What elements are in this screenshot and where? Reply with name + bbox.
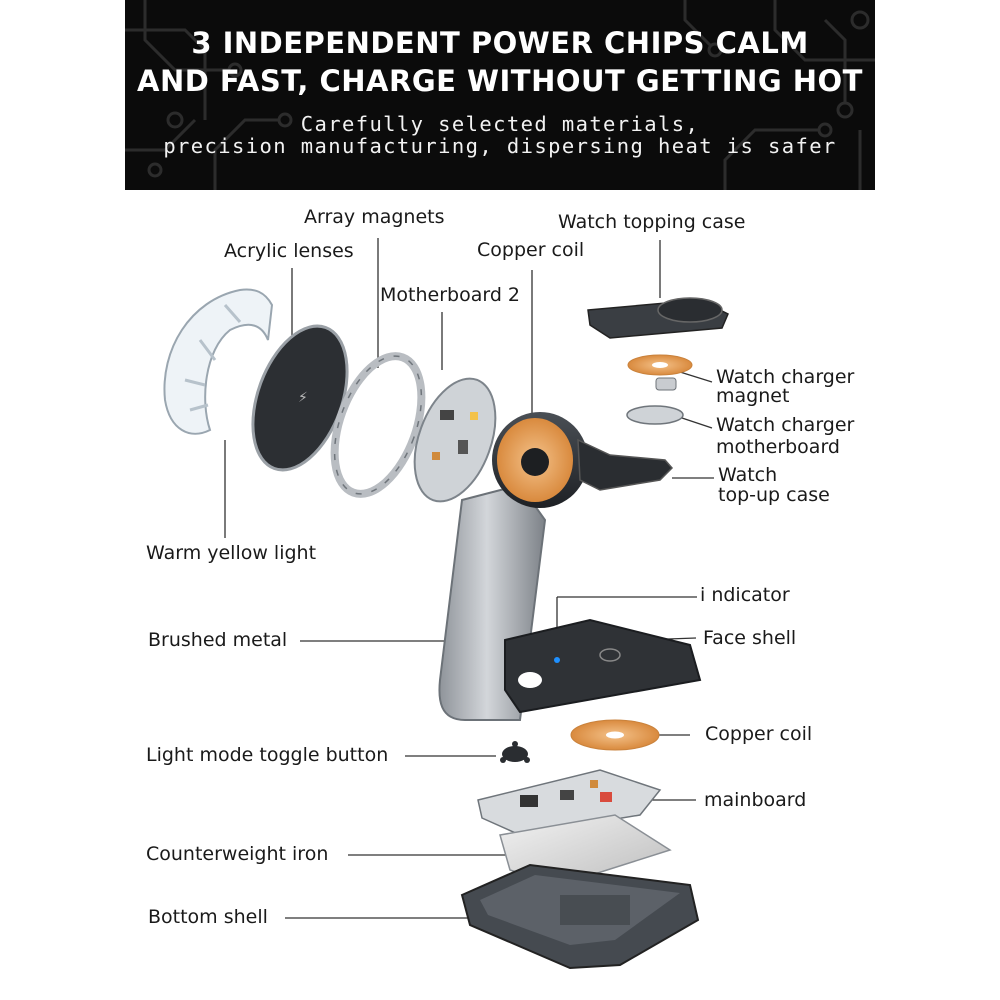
label-watch-charger-motherboard-line1: Watch charger: [716, 414, 855, 436]
label-watch-topup-case-line1: Watch: [718, 464, 778, 486]
label-array-magnets: Array magnets: [304, 206, 445, 228]
label-indicator: i ndicator: [700, 584, 790, 606]
label-copper-coil-bottom: Copper coil: [705, 723, 813, 745]
circuit-pattern-background: [125, 0, 875, 190]
label-copper-coil-top: Copper coil: [477, 239, 585, 261]
toggle-button-part: [500, 741, 530, 763]
face-shell-part: [504, 618, 702, 714]
subheadline-line-1: Carefully selected materials,: [300, 112, 700, 136]
headline-line-1: 3 INDEPENDENT POWER CHIPS CALM: [191, 26, 809, 60]
svg-text:⚡: ⚡: [298, 390, 308, 406]
label-watch-charger-motherboard-line2: motherboard: [716, 436, 840, 458]
watch-topping-case-part: [587, 297, 729, 339]
bottom-shell-part: [460, 863, 700, 970]
array-magnets-ring-part: [330, 352, 426, 498]
acrylic-lens-part: [163, 288, 274, 435]
header-banner: 3 INDEPENDENT POWER CHIPS CALM AND FAST,…: [125, 0, 875, 190]
label-acrylic-lenses: Acrylic lenses: [224, 240, 354, 262]
motherboard-2-part: [413, 377, 497, 503]
label-watch-charger-magnet-line2: magnet: [716, 385, 790, 407]
label-brushed-metal: Brushed metal: [148, 629, 288, 651]
label-light-mode-toggle-button: Light mode toggle button: [146, 744, 389, 766]
label-bottom-shell: Bottom shell: [148, 906, 268, 928]
watch-charger-magnet-part: [655, 377, 677, 391]
label-watch-charger-magnet-line1: Watch charger: [716, 366, 855, 388]
label-counterweight-iron: Counterweight iron: [146, 843, 329, 865]
label-mainboard: mainboard: [704, 789, 807, 811]
label-warm-yellow-light: Warm yellow light: [146, 542, 317, 564]
watch-charger-motherboard-part: [626, 405, 684, 425]
subheadline-line-2: precision manufacturing, dispersing heat…: [163, 134, 837, 158]
label-watch-topup-case-line2: top-up case: [718, 484, 830, 506]
label-face-shell: Face shell: [703, 627, 797, 649]
label-motherboard-2: Motherboard 2: [380, 284, 521, 306]
headline-line-2: AND FAST, CHARGE WITHOUT GETTING HOT: [137, 64, 863, 98]
charging-stand-part: [438, 412, 674, 721]
label-watch-topping-case: Watch topping case: [558, 211, 746, 233]
